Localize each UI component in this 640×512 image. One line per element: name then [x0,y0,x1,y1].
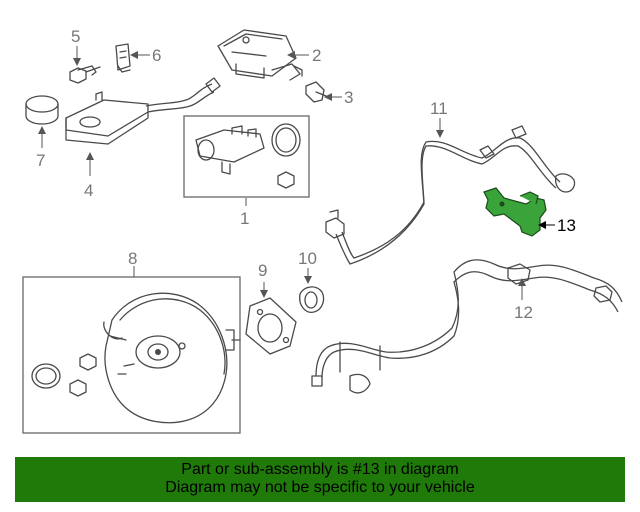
part-2-module[interactable] [217,29,303,81]
callout-4: 4 [84,181,93,200]
part-5-bolt[interactable] [69,65,101,84]
part-4-reservoir[interactable] [65,77,221,145]
part-13-bracket[interactable] [483,187,547,237]
part-12-brake-line[interactable] [311,259,623,394]
callout-5: 5 [71,27,80,46]
part-6-clip[interactable] [115,43,131,73]
part-11-brake-line[interactable] [325,125,576,265]
group-1-box [183,115,310,198]
part-3-sensor[interactable] [305,81,327,103]
callout-1: 1 [240,209,249,228]
part-1-master-cylinder[interactable] [195,123,301,189]
callout-12: 12 [514,303,533,322]
part-info-banner: Part or sub-assembly is #13 in diagram D… [15,457,625,502]
group-8-box [22,276,241,434]
callout-7: 7 [36,151,45,170]
callout-8: 8 [128,249,137,268]
callout-13: 13 [557,216,576,235]
banner-line-2: Diagram may not be specific to your vehi… [165,479,475,496]
part-10-grommet[interactable] [299,286,325,313]
callout-11: 11 [430,99,448,118]
callout-10: 10 [298,249,317,268]
part-8-brake-booster[interactable] [31,292,241,424]
callout-3: 3 [344,88,353,107]
part-9-gasket[interactable] [245,297,297,355]
part-7-cap[interactable] [25,95,59,125]
callout-2: 2 [312,46,321,65]
callout-9: 9 [258,261,267,280]
banner-line-1: Part or sub-assembly is #13 in diagram [181,461,459,478]
callout-6: 6 [152,46,161,65]
